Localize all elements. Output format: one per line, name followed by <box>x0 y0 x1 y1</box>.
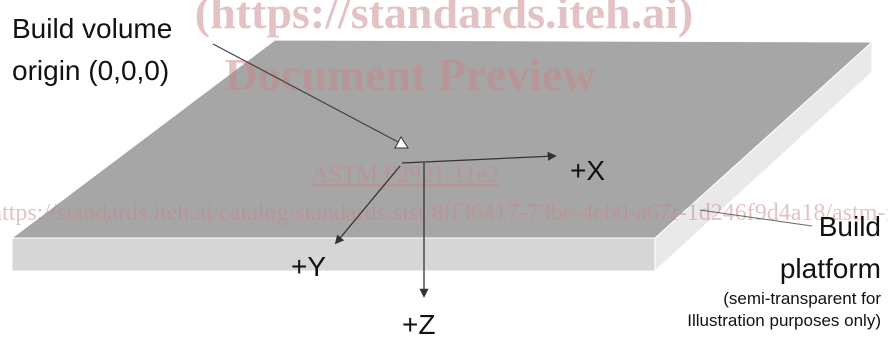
platform-note-line2: Illustration purposes only) <box>687 311 881 330</box>
y-axis-arrow <box>334 165 401 245</box>
origin-leader-line <box>212 43 401 144</box>
platform-front-face <box>11 237 656 272</box>
x-axis-label: +X <box>570 155 605 186</box>
platform-label-line2: platform <box>780 253 881 284</box>
origin-marker <box>394 136 409 149</box>
platform-leader-line <box>699 209 813 227</box>
platform-note-line1: (semi-transparent for <box>723 289 881 308</box>
origin-label-line2: origin (0,0,0) <box>12 55 169 86</box>
watermark: (https://standards.iteh.ai) Document Pre… <box>0 0 888 226</box>
y-axis-label: +Y <box>291 251 326 282</box>
build-platform <box>10 39 874 273</box>
x-axis-arrow <box>401 151 557 164</box>
z-axis-label: +Z <box>402 309 435 338</box>
watermark-catalog: https://standards.iteh.ai/catalog/standa… <box>0 200 888 226</box>
platform-top-face <box>10 39 874 239</box>
watermark-url: (https://standards.iteh.ai) <box>195 0 693 38</box>
platform-label-line1: Build <box>819 211 881 242</box>
watermark-preview: Document Preview <box>225 49 596 100</box>
origin-label-line1: Build volume <box>12 13 172 44</box>
watermark-standard: ASTM F2921-11e2 <box>311 162 499 188</box>
